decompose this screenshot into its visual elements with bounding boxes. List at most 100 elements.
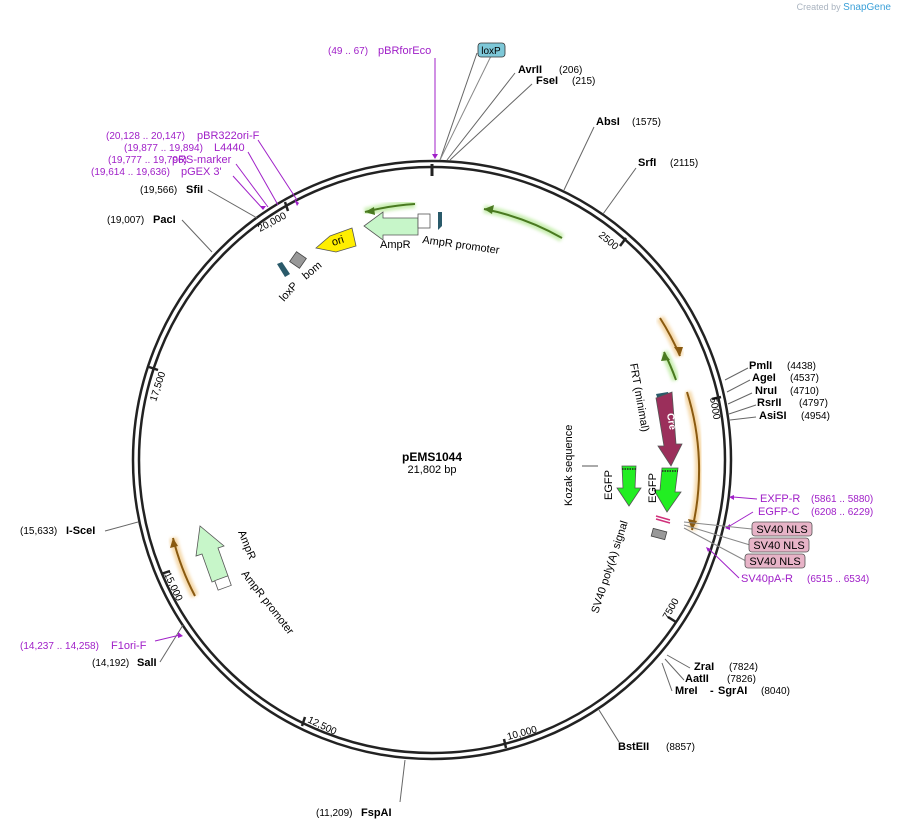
svg-text:(6208 .. 6229): (6208 .. 6229) (811, 507, 873, 518)
gene-arc-left-orange (169, 537, 199, 598)
sv40-nls-2-feature[interactable]: SV40 NLS (748, 537, 810, 553)
kozak-feature[interactable]: Kozak sequence (563, 425, 598, 506)
ori-feature[interactable]: ori (315, 227, 357, 253)
loxp-inner-feature[interactable]: loxP (277, 262, 301, 304)
svg-text:FseI: FseI (536, 75, 558, 87)
primer-l4440[interactable]: (19,877 .. 19,894) L4440 (124, 142, 245, 154)
site-absi[interactable]: AbsI (1575) (596, 116, 661, 128)
svg-text:(20,128 .. 20,147): (20,128 .. 20,147) (106, 131, 185, 142)
svg-text:ori: ori (330, 234, 345, 249)
site-agei[interactable]: AgeI (4537) (752, 372, 819, 384)
svg-text:SV40pA-R: SV40pA-R (741, 573, 793, 585)
loxp-box-feature[interactable]: loxP (439, 42, 506, 161)
svg-text:(1575): (1575) (632, 117, 661, 128)
site-srfi[interactable]: SrfI (2115) (638, 157, 698, 169)
primer-leaders (154, 58, 758, 642)
sv40-polya-feature[interactable]: SV40 poly(A) signal (589, 519, 668, 615)
svg-text:(8857): (8857) (666, 742, 695, 753)
svg-text:EGFP: EGFP (603, 470, 615, 500)
gene-arc-right-green-small (660, 350, 680, 382)
site-sfii[interactable]: (19,566) SfiI (140, 184, 203, 196)
svg-text:(4438): (4438) (787, 361, 816, 372)
primer-egfp-c[interactable]: EGFP-C (6208 .. 6229) (758, 506, 873, 518)
tick-15000: 15,000 (160, 569, 184, 604)
gene-arc-right-orange-large (683, 390, 704, 531)
bom-feature[interactable]: bom (289, 251, 325, 283)
svg-text:PacI: PacI (153, 214, 176, 226)
svg-text:SV40 poly(A) signal: SV40 poly(A) signal (589, 519, 630, 615)
svg-text:F1ori-F: F1ori-F (111, 640, 147, 652)
svg-text:I-SceI: I-SceI (66, 525, 95, 537)
svg-text:AgeI: AgeI (752, 372, 776, 384)
svg-text:Cre: Cre (664, 412, 678, 431)
sv40-nls-3-feature[interactable]: SV40 NLS (744, 553, 806, 569)
primer-sv40pa-r[interactable]: SV40pA-R (6515 .. 6534) (741, 573, 869, 585)
svg-text:pBR322ori-F: pBR322ori-F (197, 130, 260, 142)
ampr-promoter-top-feature[interactable]: AmpR promoter (422, 212, 501, 257)
site-fsei[interactable]: FseI (215) (536, 75, 595, 87)
svg-text:SV40 NLS: SV40 NLS (753, 540, 804, 552)
primer-exfp-r[interactable]: EXFP-R (5861 .. 5880) (760, 493, 873, 505)
plasmid-name: pEMS1044 (402, 450, 462, 464)
site-pmli[interactable]: PmlI (4438) (749, 360, 816, 372)
svg-text:FspAI: FspAI (361, 807, 392, 819)
site-rsrii[interactable]: RsrII (4797) (757, 397, 828, 409)
site-iscei[interactable]: (15,633) I-SceI (20, 525, 95, 537)
ampr-top-feature[interactable]: AmpR (363, 211, 431, 251)
svg-text:loxP: loxP (277, 280, 300, 304)
egfp-1-feature[interactable]: EGFP (603, 465, 642, 507)
svg-text:(19,566): (19,566) (140, 185, 177, 196)
svg-text:pRS-marker: pRS-marker (172, 154, 232, 166)
svg-text:(15,633): (15,633) (20, 526, 57, 537)
svg-text:RsrII: RsrII (757, 397, 781, 409)
svg-text:SV40 NLS: SV40 NLS (749, 556, 800, 568)
svg-text:AbsI: AbsI (596, 116, 620, 128)
primer-pbr322ori-f[interactable]: (20,128 .. 20,147) pBR322ori-F (106, 130, 260, 142)
site-bsteii[interactable]: BstEII (8857) (618, 741, 695, 753)
site-avrii[interactable]: AvrII (206) (518, 64, 582, 76)
site-paci[interactable]: (19,007) PacI (107, 214, 176, 226)
site-fspai[interactable]: (11,209) FspAI (316, 807, 392, 819)
nls-marker (655, 515, 671, 524)
primer-pgex3[interactable]: (19,614 .. 19,636) pGEX 3' (91, 166, 222, 178)
svg-text:(2115): (2115) (670, 158, 698, 169)
primer-arrowheads (178, 154, 734, 638)
site-aatii[interactable]: AatII (7826) (685, 673, 756, 685)
svg-text:(14,192): (14,192) (92, 658, 129, 669)
svg-text:(7826): (7826) (727, 674, 756, 685)
svg-text:pGEX 3': pGEX 3' (181, 166, 222, 178)
svg-text:NruI: NruI (755, 385, 777, 397)
primer-pbrforeco[interactable]: (49 .. 67) pBRforEco (328, 45, 431, 57)
egfp-2-feature[interactable]: EGFP (647, 467, 682, 513)
svg-text:AmpR: AmpR (235, 529, 258, 562)
site-nrui[interactable]: NruI (4710) (755, 385, 819, 397)
svg-text:(14,237 .. 14,258): (14,237 .. 14,258) (20, 641, 99, 652)
svg-text:L4440: L4440 (214, 142, 245, 154)
tick-5000: 5000 (707, 395, 722, 421)
primer-f1ori-f[interactable]: (14,237 .. 14,258) F1ori-F (20, 640, 147, 652)
svg-text:(11,209): (11,209) (316, 808, 353, 819)
site-asisi[interactable]: AsiSI (4954) (759, 410, 830, 422)
svg-text:(8040): (8040) (761, 686, 790, 697)
ampr-bottom-feature[interactable]: AmpR AmpR promoter (195, 525, 296, 637)
snapgene-credit: Created by SnapGene (796, 2, 891, 13)
tick-2500: 2500 (596, 230, 627, 253)
cre-feature[interactable]: Cre (655, 391, 683, 467)
svg-text:SgrAI: SgrAI (718, 685, 747, 697)
svg-text:(19,007): (19,007) (107, 215, 144, 226)
svg-text:EGFP-C: EGFP-C (758, 506, 800, 518)
svg-text:AatII: AatII (685, 673, 709, 685)
site-sali[interactable]: (14,192) SalI (92, 657, 157, 669)
svg-text:(49 .. 67): (49 .. 67) (328, 46, 368, 57)
site-zrai[interactable]: ZraI (7824) (694, 661, 758, 673)
svg-text:AsiSI: AsiSI (759, 410, 787, 422)
primer-prs-marker[interactable]: (19,777 .. 19,796) pRS-marker (108, 154, 232, 166)
sv40-nls-1-feature[interactable]: SV40 NLS (751, 521, 813, 537)
site-mrei-sgrai[interactable]: MreI - SgrAI (8040) (675, 685, 790, 697)
svg-text:AvrII: AvrII (518, 64, 542, 76)
svg-text:SV40 NLS: SV40 NLS (756, 524, 807, 536)
svg-text:BstEII: BstEII (618, 741, 649, 753)
svg-text:-: - (710, 685, 714, 697)
svg-text:15,000: 15,000 (161, 571, 184, 604)
svg-text:Kozak sequence: Kozak sequence (563, 425, 575, 506)
